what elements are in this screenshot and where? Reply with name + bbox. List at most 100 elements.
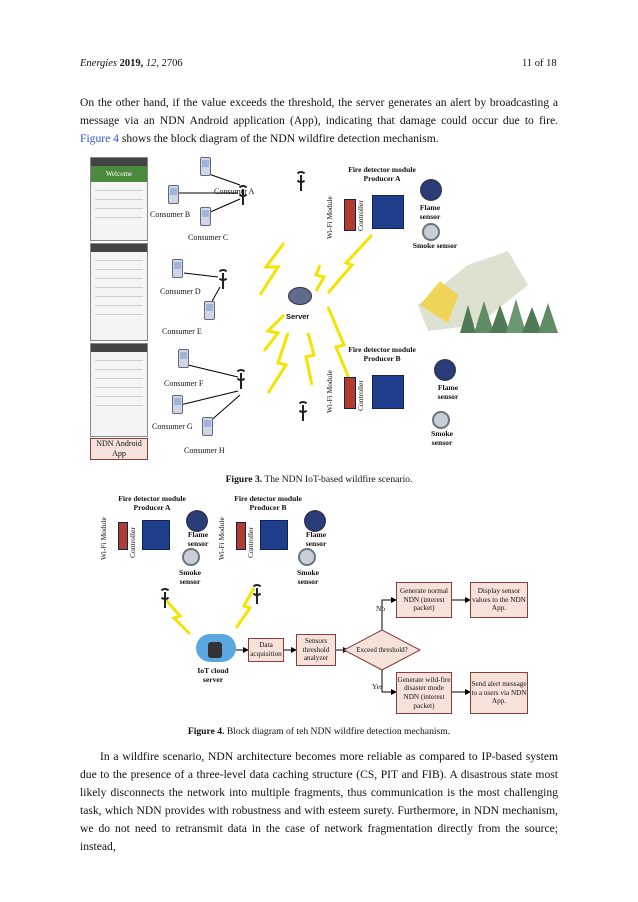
figure-3-caption-text: The NDN IoT-based wildfire scenario. [262, 474, 413, 485]
phone-icon [202, 417, 213, 436]
lightning-bolt [313, 264, 327, 292]
controller-label: Controller [128, 527, 137, 558]
lightning-bolt [326, 233, 374, 294]
phone-icon [172, 259, 183, 278]
app-value-row [95, 364, 143, 370]
app-value-row [95, 355, 143, 361]
journal-name: Energies [80, 58, 117, 69]
figure-3: Welcome NDN Android App Consumer A [88, 155, 560, 465]
display-values-box: Display sensor values to the NDN App. [470, 582, 528, 618]
smoke-sensor-label: Smoke sensor [179, 568, 201, 586]
producer-b-title: Fire detector module Producer B [234, 494, 302, 512]
controller-label: Controller [246, 527, 255, 558]
antenna-icon [294, 171, 308, 191]
figure-3-caption: Figure 3. The NDN IoT-based wildfire sce… [80, 474, 558, 485]
consumer-h-label: Consumer H [184, 446, 225, 455]
paragraph-intro: On the other hand, if the value exceeds … [80, 94, 558, 148]
app-screen-values-1 [90, 243, 148, 341]
app-value-row [95, 382, 143, 388]
controller-label: Controller [356, 200, 365, 231]
figure-4-caption: Figure 4. Block diagram of teh NDN wildf… [80, 726, 558, 737]
article-number: 2706 [161, 58, 183, 69]
wifi-module-board [344, 377, 356, 409]
link-a [205, 172, 241, 186]
app-menu-row [95, 203, 143, 209]
consumer-b-label: Consumer B [150, 210, 191, 219]
figure-4-caption-label: Figure 4. [187, 726, 225, 737]
flame-sensor-label: Flame sensor [437, 383, 459, 401]
paragraph-intro-text: On the other hand, if the value exceeds … [80, 96, 558, 127]
app-value-row [95, 400, 143, 406]
app-value-row [95, 291, 143, 297]
producer-a-title: Fire detector module Producer A [118, 494, 186, 512]
app-menu-row [95, 194, 143, 200]
tree [460, 305, 476, 333]
smoke-sensor-icon [298, 548, 316, 566]
page-number: 11 of 18 [522, 58, 557, 69]
consumer-d-label: Consumer D [160, 287, 201, 296]
smoke-sensor-icon [432, 411, 450, 429]
server-label: Server [286, 312, 310, 321]
tree [538, 303, 558, 333]
wifi-module-label: Wi-Fi Module [99, 517, 108, 560]
antenna-icon [250, 584, 264, 604]
phone-icon [168, 185, 179, 204]
smoke-sensor-icon [182, 548, 200, 566]
flame-sensor-icon [186, 510, 208, 532]
link-d [183, 272, 219, 278]
journal-volume: 12, [145, 58, 159, 69]
controller-board [372, 195, 404, 229]
threshold-analyzer-box: Sensors threshold analyzer [296, 634, 336, 666]
app-value-row [95, 300, 143, 306]
lightning-bolt [258, 242, 286, 296]
consumer-a-label: Consumer A [214, 187, 255, 196]
figure-4: Fire detector module Producer A Wi-Fi Mo… [99, 492, 540, 720]
app-title-bar [91, 344, 147, 352]
app-menu-row [95, 185, 143, 191]
decision-label: Exceed threshold? [356, 646, 408, 654]
app-value-row [95, 282, 143, 288]
wifi-module-label: Wi-Fi Module [325, 196, 334, 239]
consumer-c-label: Consumer C [188, 233, 229, 242]
antenna-icon [296, 401, 310, 421]
app-value-row [95, 264, 143, 270]
antenna-icon [158, 588, 172, 608]
generate-normal-box: Generate normal NDN (interest packet) [396, 582, 452, 618]
phone-icon [200, 207, 211, 226]
lightning-bolt [234, 587, 256, 629]
app-screen-values-2 [90, 343, 148, 437]
wifi-module-board [118, 522, 128, 550]
generate-disaster-box: Generate wild-fire disaster mode NDN (in… [396, 672, 452, 714]
app-title-bar [91, 244, 147, 252]
antenna-icon [236, 185, 250, 205]
wifi-module-board [344, 199, 356, 231]
tree [490, 305, 510, 333]
iot-cloud-server-label: IoT cloud server [197, 666, 229, 684]
no-branch-label: No [376, 604, 386, 613]
producer-a-title: Fire detector module Producer A [348, 165, 416, 183]
controller-board [142, 520, 170, 550]
yes-branch-label: Yes [372, 682, 383, 691]
figure-4-connections [164, 587, 471, 695]
app-value-row [95, 373, 143, 379]
app-welcome-banner: Welcome [91, 166, 147, 182]
controller-label: Controller [356, 380, 365, 411]
wifi-module-label: Wi-Fi Module [217, 517, 226, 560]
flame-sensor-label: Flame sensor [187, 530, 209, 548]
running-header: Energies 2019, 12, 2706 [80, 58, 183, 69]
app-title-bar [91, 158, 147, 166]
arrow-no-branch [381, 597, 397, 630]
app-value-row [95, 391, 143, 397]
controller-board [260, 520, 288, 550]
lightning-bolt [164, 599, 192, 636]
controller-board [372, 375, 404, 409]
figure-4-link[interactable]: Figure 4 [80, 132, 119, 145]
consumer-g-label: Consumer G [152, 422, 193, 431]
tree [506, 299, 526, 333]
flame-sensor-icon [304, 510, 326, 532]
flame-sensor-icon [434, 359, 456, 381]
wifi-module-board [236, 522, 246, 550]
send-alert-box: Send alert message to a users via NDN Ap… [470, 672, 528, 714]
smoke-sensor-label: Smoke sensor [412, 241, 458, 250]
paragraph-intro-tail: shows the block diagram of the NDN wildf… [118, 132, 439, 145]
